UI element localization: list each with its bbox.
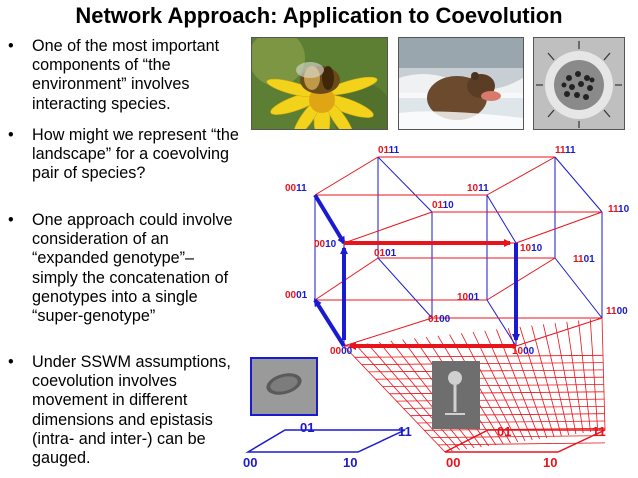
- fan-stripe: [389, 391, 605, 395]
- bullet-text: One approach could involve consideration…: [32, 211, 233, 326]
- node-label-0000: 0000: [330, 346, 353, 357]
- bullet-4: • Under SSWM assumptions, coevolution in…: [8, 353, 240, 468]
- red-square-label-00: 00: [446, 455, 460, 470]
- fan-line: [355, 344, 453, 452]
- red-square-label-01: 01: [497, 424, 511, 439]
- cube-edge-1000-1001: [486, 299, 517, 347]
- cube-edge-0100-0101: [377, 257, 433, 319]
- fan-line: [367, 343, 460, 451]
- phage-photo: [432, 361, 480, 429]
- node-label-0111: 0111: [378, 145, 400, 156]
- cube-node-labels: 1000 1001 1010 1011 1100 1101 1110 1111 0111 0011…: [285, 145, 630, 357]
- node-label-1110: 1110: [608, 204, 630, 215]
- node-label-0011: 0011: [285, 183, 307, 194]
- fan-stripe: [396, 398, 605, 402]
- node-label-1010: 1010: [520, 243, 543, 254]
- cube-edge-0011-0111: [314, 156, 379, 196]
- bullet-text: How might we represent “the landscape” f…: [32, 126, 239, 183]
- red-genotype-square: [444, 429, 606, 453]
- path-arrow-0000-0001: [313, 298, 346, 348]
- bear-catching-salmon-image: [399, 38, 523, 129]
- cube-edge-0000-0100: [343, 317, 433, 347]
- cube-edge-1110-1111: [554, 156, 603, 213]
- fan-line: [378, 341, 468, 450]
- blue-genotype-square: [245, 429, 406, 453]
- node-label-1111: 1111: [555, 145, 576, 156]
- fan-line: [589, 319, 599, 432]
- fan-line: [601, 317, 606, 431]
- cube-red-edges: [314, 156, 603, 347]
- bullet-text: Under SSWM assumptions, coevolution invo…: [32, 353, 231, 468]
- blue-square-label-01: 01: [300, 420, 314, 435]
- fan-stripe: [375, 376, 604, 380]
- fan-stripe: [431, 435, 606, 438]
- virus-photo: [533, 37, 625, 130]
- fan-line: [472, 331, 526, 442]
- bullet-marker: •: [8, 353, 14, 371]
- cube-edge-0001-0101: [314, 257, 379, 301]
- fan-stripe: [361, 362, 604, 365]
- node-label-1011: 1011: [467, 183, 489, 194]
- blue-square-label-00: 00: [243, 455, 257, 470]
- cube-edge-0010-0110: [343, 211, 433, 244]
- node-label-0100: 0100: [428, 314, 451, 325]
- node-label-0110: 0110: [432, 200, 454, 211]
- red-square-label-10: 10: [543, 455, 557, 470]
- cube-edge-1010-1110: [515, 211, 603, 244]
- node-label-0001: 0001: [285, 290, 308, 301]
- node-label-1100: 1100: [606, 306, 628, 317]
- red-square-label-11: 11: [592, 424, 606, 439]
- blue-square-label-10: 10: [343, 455, 357, 470]
- bee-photo: [251, 37, 388, 130]
- path-arrow-0011-0010: [313, 193, 346, 245]
- fan-line: [554, 323, 577, 435]
- node-label-0010: 0010: [314, 239, 337, 250]
- slide-title: Network Approach: Application to Coevolu…: [75, 3, 563, 28]
- node-label-1101: 1101: [573, 254, 595, 265]
- bear-photo: [398, 37, 524, 130]
- fan-line: [542, 324, 570, 436]
- cube-edge-1000-1100: [515, 317, 603, 347]
- cube-edge-1001-1101: [486, 257, 556, 301]
- blue-square-label-11: 11: [398, 424, 412, 439]
- fan-stripe: [382, 384, 604, 387]
- bullet-marker: •: [8, 211, 14, 229]
- bullet-marker: •: [8, 37, 14, 55]
- fan-line: [519, 326, 555, 438]
- virus-micrograph-image: [534, 38, 624, 129]
- cube-edge-1011-1111: [486, 156, 556, 196]
- node-label-0101: 0101: [374, 248, 397, 259]
- bullet-text: One of the most important components of …: [32, 37, 220, 113]
- node-label-1001: 1001: [457, 292, 480, 303]
- fan-line: [531, 325, 562, 437]
- cube-edge-1100-1101: [554, 257, 603, 319]
- bee-on-flower-image: [252, 38, 387, 129]
- bullet-1: • One of the most important components o…: [8, 37, 240, 114]
- fan-stripe: [368, 369, 604, 373]
- bullet-3: • One approach could involve considerati…: [8, 211, 240, 326]
- fan-line: [460, 333, 519, 443]
- bullet-marker: •: [8, 126, 14, 144]
- fan-stripe: [354, 354, 604, 358]
- fan-line: [578, 320, 591, 433]
- cube-edge-1010-1011: [486, 194, 517, 244]
- node-label-1000: 1000: [512, 346, 535, 357]
- cube-edge-0110-0111: [377, 156, 433, 213]
- fan-line: [343, 345, 446, 453]
- bullet-2: • How might we represent “the landscape”…: [8, 126, 240, 184]
- bacterium-photo: [250, 357, 318, 416]
